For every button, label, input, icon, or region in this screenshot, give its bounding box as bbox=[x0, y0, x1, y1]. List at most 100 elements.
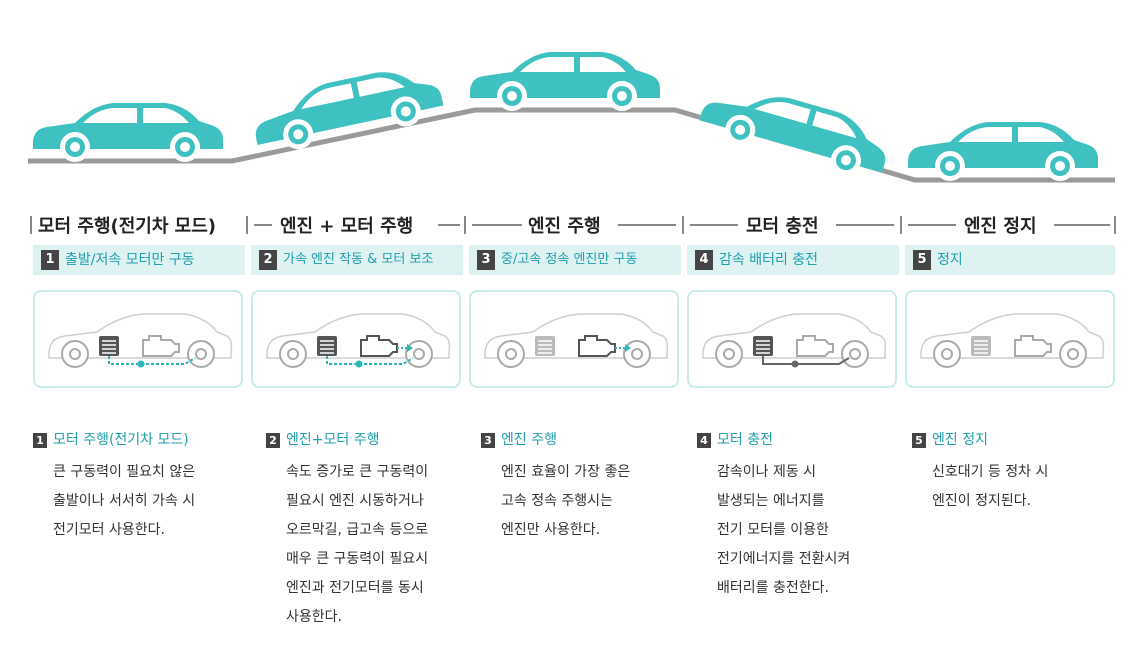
description-line: 오르막길, 급고속 등으로 bbox=[286, 522, 429, 538]
description-line: 엔진 효율이 가장 좋은 bbox=[501, 464, 631, 480]
engine-icon bbox=[1014, 335, 1052, 357]
flow-arrow-icon bbox=[407, 344, 413, 352]
description-line: 매우 큰 구동력이 필요시 bbox=[286, 551, 429, 567]
engine-icon bbox=[796, 335, 834, 357]
flow-arrow-icon bbox=[625, 344, 631, 352]
stage-subtitle: 출발/저속 모터만 구동 bbox=[65, 252, 195, 268]
stage-title-1: 모터 주행(전기차 모드) bbox=[30, 210, 248, 240]
description-title: 엔진+모터 주행 bbox=[286, 432, 380, 448]
description-line: 배터리를 충전한다. bbox=[717, 580, 829, 596]
powertrain-box-2 bbox=[251, 290, 461, 388]
description-line: 전기 모터를 이용한 bbox=[717, 522, 829, 538]
wheel-hub bbox=[849, 348, 861, 360]
stage-title-4: 모터 충전 bbox=[684, 210, 902, 240]
step-number-badge: 2 bbox=[266, 433, 280, 448]
engine-icon bbox=[142, 335, 180, 357]
rear-wheel-icon bbox=[623, 340, 651, 368]
flow-node bbox=[137, 360, 145, 368]
powertrain-diagram bbox=[920, 313, 1105, 368]
description-line: 사용한다. bbox=[286, 609, 342, 625]
wheel-hub bbox=[195, 348, 207, 360]
description-title: 모터 충전 bbox=[717, 432, 773, 448]
wheel-hub bbox=[287, 348, 299, 360]
car-outline bbox=[266, 313, 451, 359]
stage-title-text: 모터 주행(전기차 모드) bbox=[38, 216, 217, 237]
stage-title-text: 엔진 주행 bbox=[528, 216, 601, 237]
energy-flow-line bbox=[108, 356, 196, 365]
stage-description-5: 5 엔진 정지 신호대기 등 정차 시 엔진이 정지된다. bbox=[912, 430, 1112, 516]
description-body: 큰 구동력이 필요치 않은 출발이나 서서히 가속 시 전기모터 사용한다. bbox=[53, 458, 233, 545]
step-number-badge: 5 bbox=[912, 433, 926, 448]
powertrain-diagram bbox=[702, 313, 887, 368]
rear-wheel-icon bbox=[841, 340, 869, 368]
stage-title-text: 모터 충전 bbox=[746, 216, 819, 237]
stage-title-text: 엔진 정지 bbox=[964, 216, 1037, 237]
step-number-badge: 4 bbox=[695, 250, 713, 270]
stage-subtitle: 감속 배터리 충전 bbox=[719, 252, 819, 268]
wheel-hub bbox=[631, 348, 643, 360]
step-number-badge: 4 bbox=[697, 433, 711, 448]
powertrain-diagram bbox=[48, 313, 233, 368]
description-title: 모터 주행(전기차 모드) bbox=[53, 432, 189, 448]
front-wheel-icon bbox=[497, 340, 525, 368]
car-stage-5 bbox=[908, 122, 1098, 181]
stage-title-2: 엔진 + 모터 주행 bbox=[248, 210, 466, 240]
stage-description-3: 3 엔진 주행 엔진 효율이 가장 좋은 고속 정속 주행시는 엔진만 사용한다. bbox=[481, 430, 681, 545]
powertrain-box-1 bbox=[33, 290, 243, 388]
description-line: 엔진과 전기모터를 동시 bbox=[286, 580, 424, 596]
car-stage-2 bbox=[248, 60, 447, 158]
rear-wheel-icon bbox=[187, 340, 215, 368]
description-line: 큰 구동력이 필요치 않은 bbox=[53, 464, 196, 480]
front-wheel-icon bbox=[933, 340, 961, 368]
description-title: 엔진 정지 bbox=[932, 432, 988, 448]
description-line: 고속 정속 주행시는 bbox=[501, 493, 613, 509]
wheel-hub bbox=[505, 348, 517, 360]
stage-subtitle: 가속 엔진 작동 & 모터 보조 bbox=[283, 252, 434, 267]
description-body: 엔진 효율이 가장 좋은 고속 정속 주행시는 엔진만 사용한다. bbox=[501, 458, 681, 545]
description-body: 신호대기 등 정차 시 엔진이 정지된다. bbox=[932, 458, 1112, 516]
flow-node bbox=[355, 360, 363, 368]
description-title: 엔진 주행 bbox=[501, 432, 557, 448]
front-wheel-icon bbox=[279, 340, 307, 368]
stage-subtitle-bar-4: 4 감속 배터리 충전 bbox=[687, 245, 899, 275]
engine-icon bbox=[360, 335, 398, 357]
description-line: 감속이나 제동 시 bbox=[717, 464, 817, 480]
stage-description-1: 1 모터 주행(전기차 모드) 큰 구동력이 필요치 않은 출발이나 서서히 가속… bbox=[33, 430, 233, 545]
car-stage-1 bbox=[33, 103, 223, 162]
description-line: 엔진이 정지된다. bbox=[932, 493, 1032, 509]
step-number-badge: 5 bbox=[913, 250, 931, 270]
car-outline bbox=[48, 313, 233, 359]
description-body: 감속이나 제동 시 발생되는 에너지를 전기 모터를 이용한 전기에너지를 전환… bbox=[717, 458, 897, 603]
description-line: 발생되는 에너지를 bbox=[717, 493, 825, 509]
step-number-badge: 3 bbox=[477, 250, 495, 270]
stage-title-5: 엔진 정지 bbox=[902, 210, 1116, 240]
description-line: 출발이나 서서히 가속 시 bbox=[53, 493, 196, 509]
stage-title-text: 엔진 + 모터 주행 bbox=[280, 216, 414, 237]
wheel-hub bbox=[723, 348, 735, 360]
car-outline bbox=[702, 313, 887, 359]
description-line: 신호대기 등 정차 시 bbox=[932, 464, 1049, 480]
wheel-hub bbox=[941, 348, 953, 360]
car-outline bbox=[920, 313, 1105, 359]
car-stage-4 bbox=[695, 76, 895, 186]
stage-description-4: 4 모터 충전 감속이나 제동 시 발생되는 에너지를 전기 모터를 이용한 전기… bbox=[697, 430, 897, 603]
front-wheel-icon bbox=[715, 340, 743, 368]
stage-subtitle-bar-1: 1 출발/저속 모터만 구동 bbox=[33, 245, 245, 275]
step-number-badge: 2 bbox=[259, 250, 277, 270]
stage-subtitle-bar-5: 5 정지 bbox=[905, 245, 1115, 275]
car-stage-3 bbox=[470, 52, 660, 111]
step-number-badge: 1 bbox=[41, 250, 59, 270]
description-line: 전기모터 사용한다. bbox=[53, 522, 165, 538]
description-line: 필요시 엔진 시동하거나 bbox=[286, 493, 424, 509]
powertrain-box-3 bbox=[469, 290, 679, 388]
step-number-badge: 1 bbox=[33, 433, 47, 448]
stage-subtitle: 중/고속 정속 엔진만 구동 bbox=[501, 252, 638, 267]
front-wheel-icon bbox=[61, 340, 89, 368]
rear-wheel-icon bbox=[405, 340, 433, 368]
step-number-badge: 3 bbox=[481, 433, 495, 448]
stage-subtitle: 정지 bbox=[937, 252, 963, 268]
engine-icon bbox=[578, 335, 616, 357]
stage-title-3: 엔진 주행 bbox=[466, 210, 684, 240]
energy-flow-line bbox=[326, 356, 414, 365]
